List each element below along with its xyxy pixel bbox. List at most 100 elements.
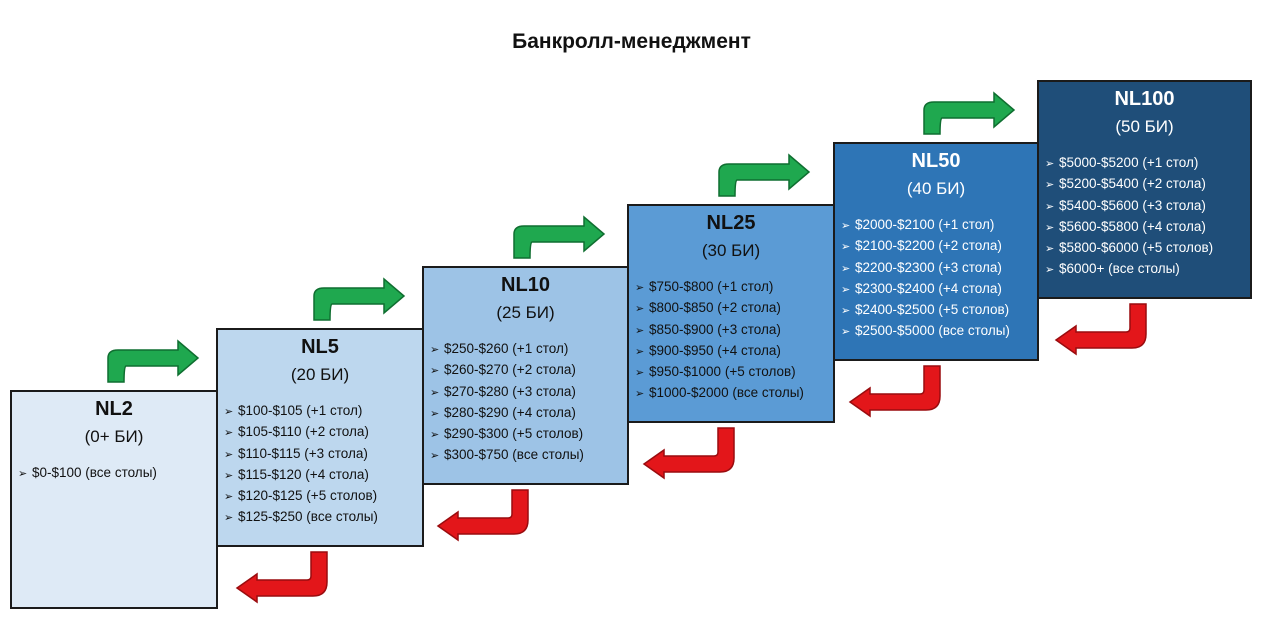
rule-item: ➢ $280-$290 (+4 стола) [430, 403, 627, 424]
rule-text: $120-$125 (+5 столов) [238, 488, 378, 504]
rule-text: $115-$120 (+4 стола) [238, 466, 369, 482]
level-rules-list: ➢ $5000-$5200 (+1 стол) ➢ $5200-$5400 (+2 с… [1039, 153, 1250, 281]
rule-item: ➢$5600-$5800 (+4 стола) [1045, 217, 1250, 238]
level-name: NL5 [301, 336, 339, 358]
arrowhead-bullet-icon: ➢ [18, 468, 28, 480]
rule-item: ➢ $105-$110 (+2 стола) [224, 422, 422, 443]
level-rules-list: ➢ $0-$100 (все столы) [12, 463, 216, 484]
rule-item: ➢ $950-$1000 (+5 столов) [635, 362, 833, 383]
rule-text: $850-$900 (+3 стола) [649, 321, 781, 337]
rule-item: ➢ $800-$850 (+2 стола) [635, 298, 833, 319]
arrowhead-bullet-icon: ➢ [635, 303, 645, 316]
rule-item: ➢ $290-$300 (+5 столов) [430, 424, 627, 445]
level-name: NL50 [911, 150, 961, 172]
arrowhead-bullet-icon: ➢ [224, 448, 234, 461]
level-rules-list: ➢$2000-$2100 (+1 стол)➢$2100-$2200 (+2 с… [835, 215, 1037, 343]
level-rules-list: ➢ $100-$105 (+1 стол) ➢ $105-$110 (+2 стола… [218, 401, 422, 529]
rule-text: $800-$850 (+2 стола) [649, 300, 781, 316]
level-box-nl100: NL100 (50 БИ) ➢ $5000-$5200 (+1 стол) ➢ $5200… [1037, 80, 1252, 299]
arrowhead-bullet-icon: ➢ [841, 283, 851, 296]
rule-text: $0-$100 (все столы) [32, 465, 157, 480]
arrowhead-bullet-icon: ➢ [1045, 200, 1055, 213]
arrowhead-bullet-icon: ➢ [635, 367, 645, 380]
rule-text: $2000-$2100 (+1 стол) [855, 217, 995, 232]
arrowhead-bullet-icon: ➢ [841, 305, 851, 318]
level-name: NL25 [706, 212, 756, 234]
rule-item: ➢ $2400-$2500 (+5 столов) [841, 300, 1037, 321]
promote-arrow-icon [718, 153, 811, 197]
arrowhead-bullet-icon: ➢ [1045, 179, 1055, 192]
rule-text: $5800-$6000 (+5 столов) [1059, 240, 1214, 256]
rule-item: ➢ $5800-$6000 (+5 столов) [1045, 238, 1250, 259]
arrowhead-bullet-icon: ➢ [430, 429, 440, 442]
level-buyins: (0+ БИ) [84, 427, 144, 446]
level-box-nl10: NL10(25 БИ)➢$250-$260 (+1 стол)➢$260-$27… [422, 266, 629, 485]
rule-text: $950-$1000 (+5 столов) [649, 364, 796, 380]
arrowhead-bullet-icon: ➢ [430, 386, 440, 399]
promote-arrow-icon [923, 91, 1016, 135]
arrowhead-bullet-icon: ➢ [1045, 264, 1055, 277]
arrowhead-bullet-icon: ➢ [841, 326, 851, 339]
rule-item: ➢ $2300-$2400 (+4 стола) [841, 279, 1037, 300]
level-buyins: (30 БИ) [701, 241, 761, 260]
arrowhead-bullet-icon: ➢ [1045, 243, 1055, 256]
rule-item: ➢$2500-$5000 (все столы) [841, 321, 1037, 342]
rule-item: ➢ $6000+ (все столы) [1045, 259, 1250, 280]
arrowhead-bullet-icon: ➢ [430, 344, 440, 356]
rule-text: $1000-$2000 (все столы) [649, 385, 804, 401]
rule-item: ➢ $100-$105 (+1 стол) [224, 401, 422, 422]
rule-text: $5000-$5200 (+1 стол) [1059, 155, 1199, 170]
demote-arrow-icon [235, 551, 328, 604]
rule-text: $300-$750 (все столы) [444, 447, 584, 463]
rule-item: ➢ $0-$100 (все столы) [18, 463, 216, 484]
diagram-title: Банкролл-менеджмент [512, 30, 751, 53]
arrowhead-bullet-icon: ➢ [224, 427, 234, 440]
rule-text: $2300-$2400 (+4 стола) [855, 280, 1002, 296]
demote-arrow-icon [848, 365, 941, 418]
level-name: NL100 [1114, 88, 1175, 110]
rule-text: $110-$115 (+3 стола) [238, 445, 368, 461]
rule-item: ➢ $5200-$5400 (+2 стола) [1045, 174, 1250, 195]
rule-item: ➢$2000-$2100 (+1 стол) [841, 215, 1037, 236]
arrowhead-bullet-icon: ➢ [1045, 158, 1055, 170]
arrowhead-bullet-icon: ➢ [224, 406, 234, 418]
promote-arrow-icon [107, 339, 200, 383]
arrowhead-bullet-icon: ➢ [635, 388, 645, 401]
arrowhead-bullet-icon: ➢ [430, 365, 440, 378]
rule-text: $2400-$2500 (+5 столов) [855, 302, 1010, 318]
level-rules-list: ➢ $750-$800 (+1 стол) ➢ $800-$850 (+2 стола… [629, 277, 833, 405]
arrowhead-bullet-icon: ➢ [224, 512, 234, 525]
rule-text: $100-$105 (+1 стол) [238, 403, 363, 418]
arrowhead-bullet-icon: ➢ [635, 345, 645, 358]
rule-item: ➢ $2100-$2200 (+2 стола) [841, 236, 1037, 257]
arrowhead-bullet-icon: ➢ [635, 282, 645, 294]
level-box-nl5: NL5 (20 БИ) ➢ $100-$105 (+1 стол) ➢ $105-$110… [216, 328, 424, 547]
rule-text: $2200-$2300 (+3 стола) [855, 259, 1002, 275]
rule-text: $6000+ (все столы) [1059, 261, 1180, 277]
rule-text: $5200-$5400 (+2 стола) [1059, 176, 1206, 192]
rule-text: $260-$270 (+2 стола) [444, 362, 576, 378]
rule-item: ➢$850-$900 (+3 стола) [635, 320, 833, 341]
level-buyins: (20 БИ) [290, 365, 350, 384]
rule-text: $280-$290 (+4 стола) [444, 404, 576, 420]
promote-arrow-icon [513, 215, 606, 259]
rule-item: ➢$250-$260 (+1 стол) [430, 339, 627, 360]
rule-item: ➢ $260-$270 (+2 стола) [430, 360, 627, 381]
rule-text: $270-$280 (+3 стола) [444, 383, 576, 399]
rule-text: $5600-$5800 (+4 стола) [1059, 218, 1206, 234]
arrowhead-bullet-icon: ➢ [430, 407, 440, 420]
level-box-nl2: NL2(0+ БИ)➢$0-$100 (все столы) [10, 390, 218, 609]
demote-arrow-icon [436, 489, 529, 542]
demote-arrow-icon [642, 427, 735, 480]
rule-item: ➢$2200-$2300 (+3 стола) [841, 258, 1037, 279]
rule-item: ➢$115-$120 (+4 стола) [224, 465, 422, 486]
rule-text: $750-$800 (+1 стол) [649, 279, 774, 294]
rule-text: $900-$950 (+4 стола) [649, 342, 781, 358]
level-buyins: (50 БИ) [1115, 117, 1174, 136]
arrowhead-bullet-icon: ➢ [841, 241, 851, 254]
rule-text: $105-$110 (+2 стола) [238, 424, 369, 440]
rule-text: $290-$300 (+5 столов) [444, 426, 584, 442]
arrowhead-bullet-icon: ➢ [224, 491, 234, 504]
rule-text: $2100-$2200 (+2 стола) [855, 238, 1002, 254]
